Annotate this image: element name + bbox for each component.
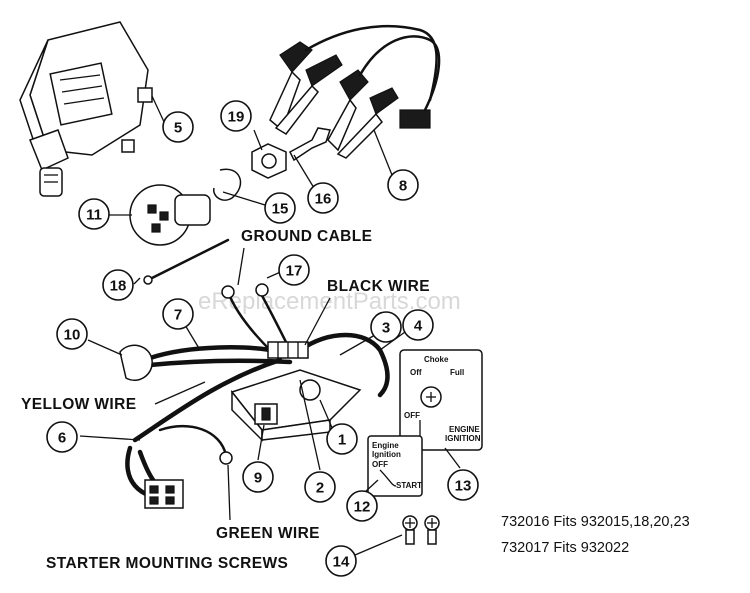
label-starter-screws: STARTER MOUNTING SCREWS xyxy=(46,555,288,572)
callout-15: 15 xyxy=(264,192,296,224)
callout-number: 4 xyxy=(414,318,423,335)
callout-circle xyxy=(78,198,110,230)
label-black-wire: BLACK WIRE xyxy=(327,278,430,295)
choke-panel: Choke Off Full OFF ENGINE IGNITION xyxy=(399,349,483,451)
callout-circle xyxy=(447,469,479,501)
callout-circle xyxy=(162,111,194,143)
callout-circle xyxy=(370,311,402,343)
callout-10: 10 xyxy=(56,318,88,350)
callout-circle xyxy=(242,461,274,493)
ignition-switch-parts xyxy=(129,127,331,246)
callout-circle xyxy=(264,192,296,224)
callout-9: 9 xyxy=(242,461,274,493)
callout-circle xyxy=(56,318,88,350)
callout-number: 12 xyxy=(354,499,371,516)
callout-1: 1 xyxy=(326,423,358,455)
callout-circle xyxy=(346,490,378,522)
callout-17: 17 xyxy=(278,254,310,286)
callout-number: 14 xyxy=(333,554,350,571)
callout-circle xyxy=(220,100,252,132)
starter-screws xyxy=(402,515,440,545)
label-green-wire: GREEN WIRE xyxy=(216,525,320,542)
choke-ignition: IGNITION xyxy=(445,434,481,443)
choke-engine: ENGINE xyxy=(449,425,480,434)
fits-line-1: 732016 Fits 932015,18,20,23 xyxy=(501,514,690,530)
callout-circle xyxy=(162,298,194,330)
callout-circle xyxy=(326,423,358,455)
callout-number: 17 xyxy=(286,263,303,280)
callout-circle xyxy=(304,471,336,503)
wire-harness xyxy=(119,283,390,509)
callout-circle xyxy=(278,254,310,286)
callout-number: 19 xyxy=(228,109,245,126)
callout-12: 12 xyxy=(346,490,378,522)
key-start: START xyxy=(396,481,422,490)
callout-number: 10 xyxy=(64,327,81,344)
choke-bottom-off: OFF xyxy=(404,411,420,420)
callout-circle xyxy=(387,169,419,201)
label-yellow-wire: YELLOW WIRE xyxy=(21,396,136,413)
battery-clips xyxy=(269,24,441,176)
key-ignition: Ignition xyxy=(372,450,401,459)
callout-circle xyxy=(307,182,339,214)
callout-circle xyxy=(325,545,357,577)
callout-number: 9 xyxy=(254,470,262,487)
choke-title: Choke xyxy=(424,355,449,364)
key-panel: Engine Ignition OFF START xyxy=(367,435,423,497)
starter-motor xyxy=(19,21,153,197)
callout-19: 19 xyxy=(220,100,252,132)
callout-number: 5 xyxy=(174,120,182,137)
callout-number: 18 xyxy=(110,278,127,295)
solenoid xyxy=(230,369,362,442)
callout-number: 6 xyxy=(58,430,66,447)
key-off: OFF xyxy=(372,460,388,469)
callout-number: 8 xyxy=(399,178,407,195)
callout-7: 7 xyxy=(162,298,194,330)
key-engine: Engine xyxy=(372,441,399,450)
callout-5: 5 xyxy=(162,111,194,143)
callout-2: 2 xyxy=(304,471,336,503)
callout-number: 15 xyxy=(272,201,289,218)
ground-cable xyxy=(143,238,230,285)
callout-circle xyxy=(102,269,134,301)
callout-18: 18 xyxy=(102,269,134,301)
choke-full: Full xyxy=(450,368,464,377)
callout-16: 16 xyxy=(307,182,339,214)
callout-number: 3 xyxy=(382,320,390,337)
choke-off: Off xyxy=(410,368,422,377)
callout-3: 3 xyxy=(370,311,402,343)
callout-4: 4 xyxy=(402,309,434,341)
callout-number: 16 xyxy=(315,191,332,208)
callout-14: 14 xyxy=(325,545,357,577)
callout-number: 7 xyxy=(174,307,182,324)
callout-number: 1 xyxy=(338,432,346,449)
callout-circle xyxy=(402,309,434,341)
callout-11: 11 xyxy=(78,198,110,230)
label-ground-cable: GROUND CABLE xyxy=(241,228,372,245)
callout-number: 11 xyxy=(86,207,102,224)
callout-number: 2 xyxy=(316,480,324,497)
callout-number: 13 xyxy=(455,478,472,495)
callout-13: 13 xyxy=(447,469,479,501)
callout-8: 8 xyxy=(387,169,419,201)
fits-line-2: 732017 Fits 932022 xyxy=(501,540,629,556)
callout-circle xyxy=(46,421,78,453)
callout-6: 6 xyxy=(46,421,78,453)
